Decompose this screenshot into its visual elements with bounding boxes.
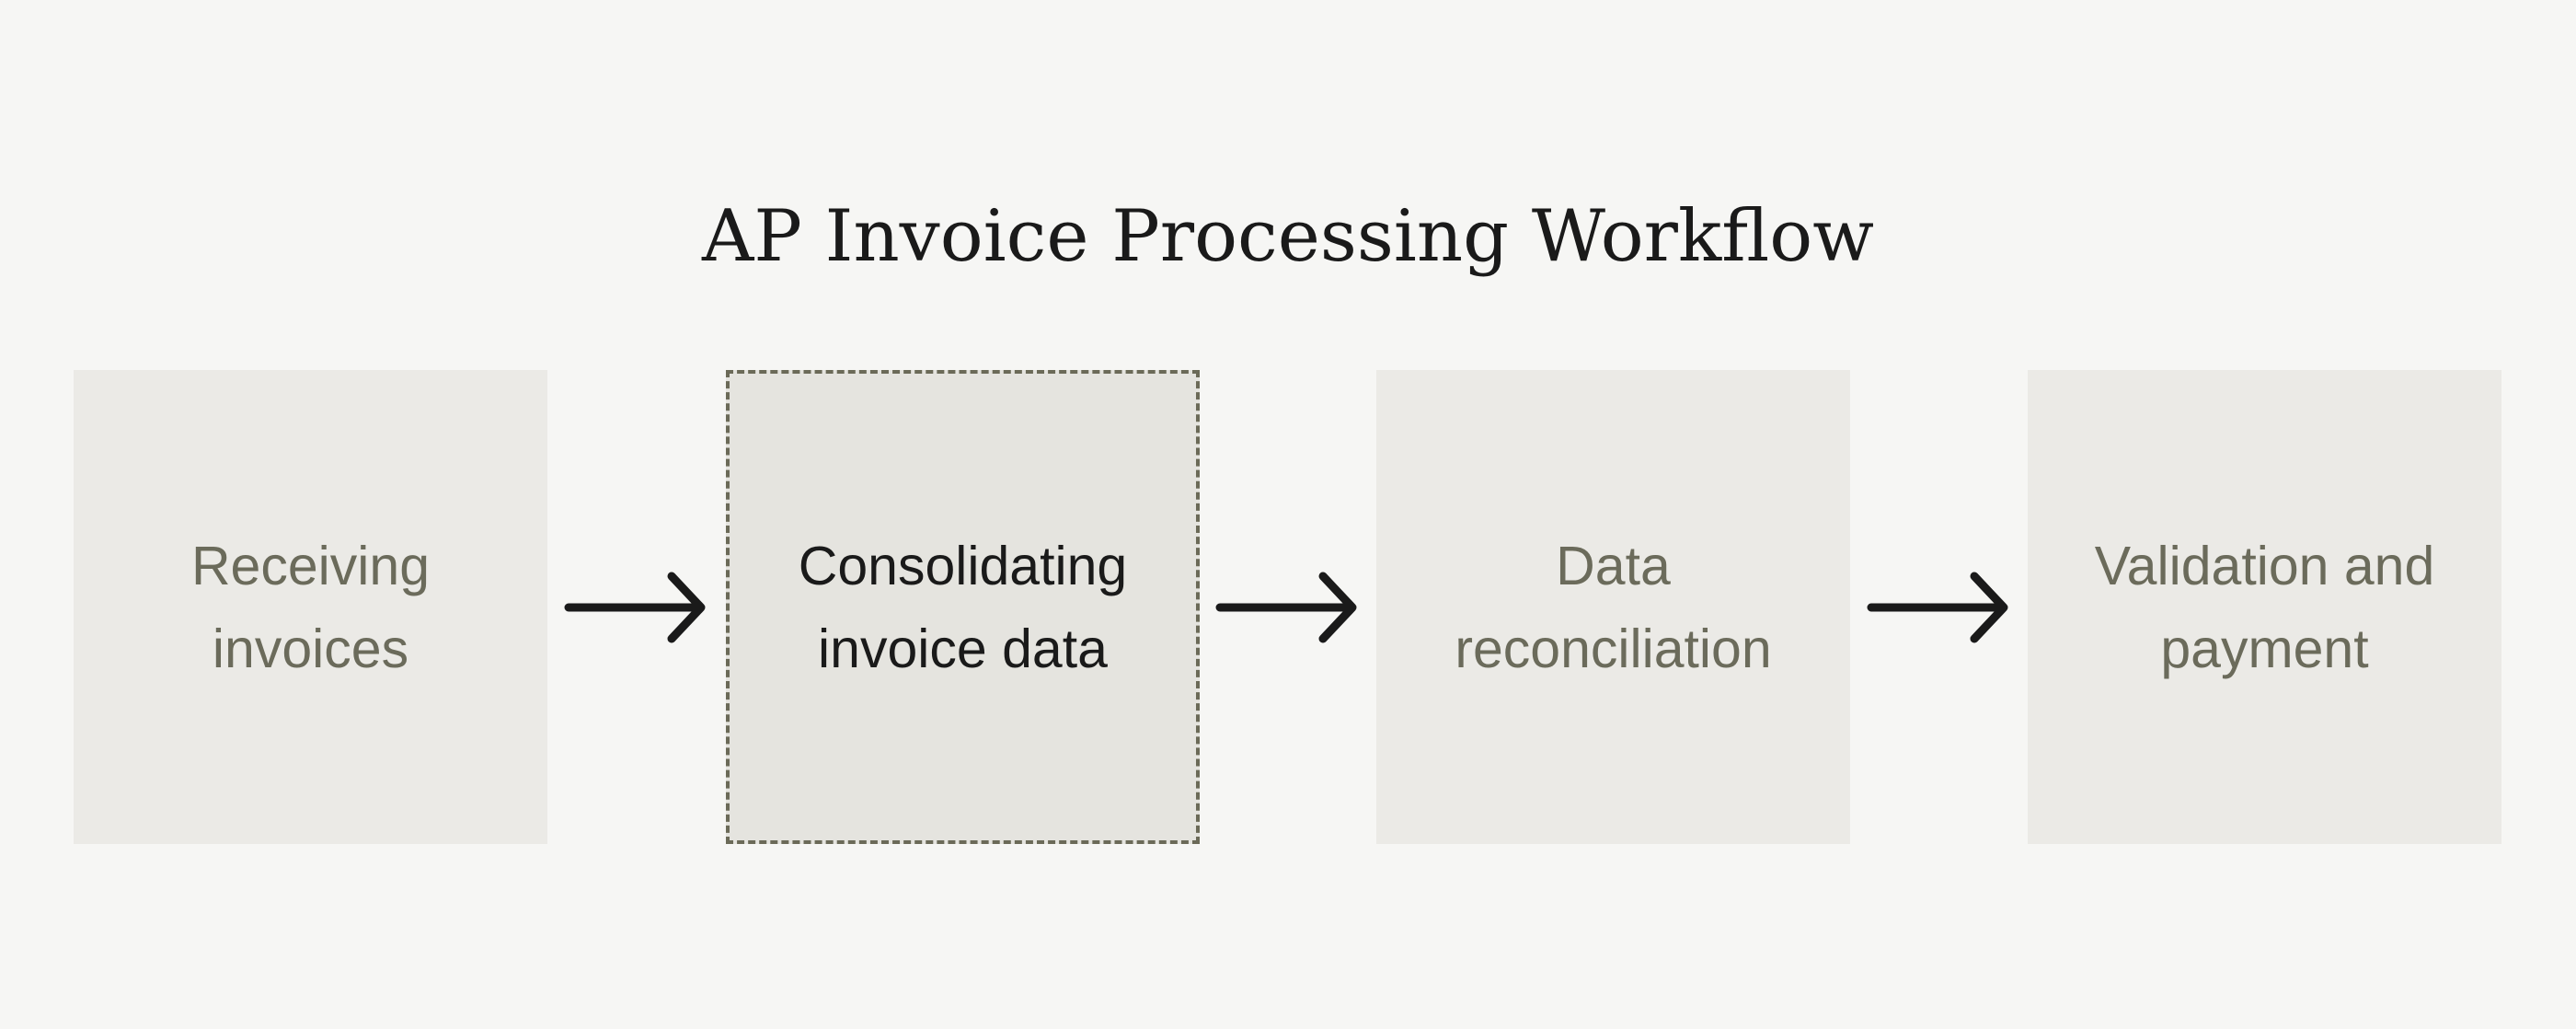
- diagram-title: AP Invoice Processing Workflow: [702, 195, 1874, 278]
- arrow-right-icon: [1215, 572, 1357, 643]
- arrow-right-icon: [1867, 572, 2008, 643]
- step-data-reconciliation: Data reconciliation: [1376, 370, 1850, 844]
- step-label: Validation and payment: [2094, 535, 2435, 679]
- step-label: Receiving invoices: [190, 535, 431, 679]
- step-validation-and-payment: Validation and payment: [2028, 370, 2501, 844]
- arrow-right-icon: [564, 572, 706, 643]
- step-label: Data reconciliation: [1455, 535, 1772, 679]
- step-receiving-invoices: Receiving invoices: [74, 370, 547, 844]
- step-label: Consolidating invoice data: [798, 535, 1128, 679]
- step-consolidating-invoice-data: Consolidating invoice data: [726, 370, 1200, 844]
